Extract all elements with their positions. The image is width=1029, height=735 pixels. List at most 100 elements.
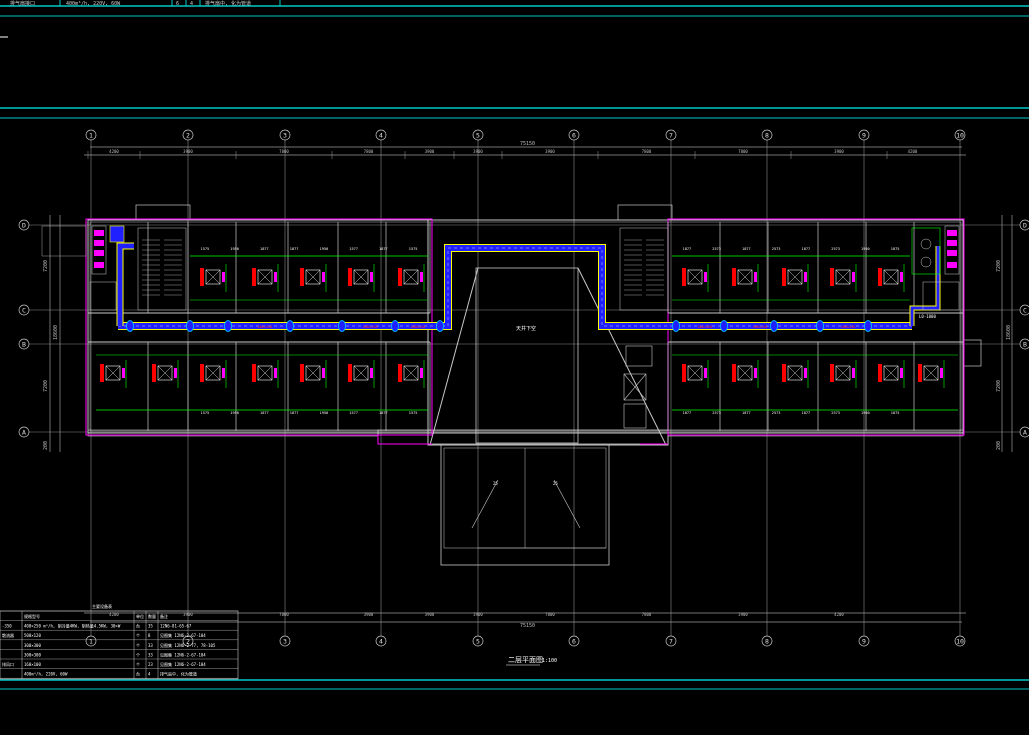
room-width-label: 1950 xyxy=(230,247,239,251)
header-legend-qty: 6 xyxy=(176,1,179,7)
fan-coil-unit xyxy=(732,364,736,382)
fan-coil-unit xyxy=(878,364,882,382)
table-cell: 400×250 m³/h, 制冷量4KW, 制热量4.5KW, 30×W xyxy=(24,623,121,629)
dim-top-10: 4200 xyxy=(908,149,918,154)
outlet-cross xyxy=(787,269,803,285)
room-width-label: 1877 xyxy=(290,247,299,251)
room-width-label: 1877 xyxy=(683,247,692,251)
duct-fittings xyxy=(126,320,872,332)
fan-coil-outlet xyxy=(157,365,173,381)
axis-label-col-3: 3 xyxy=(283,131,287,139)
table-cell: 个 xyxy=(136,633,140,638)
table-cell: 8 xyxy=(148,633,151,638)
left-dim-2: 18600 xyxy=(53,325,59,340)
valve-marker xyxy=(900,368,903,378)
axis-label-col-7: 7 xyxy=(669,131,673,139)
fan-coil-outlet xyxy=(835,269,851,285)
room-width-label: 2573 xyxy=(712,247,721,251)
duct-size-label: 400×250 xyxy=(698,325,713,329)
table-header-cell: 数量 xyxy=(148,613,156,619)
axis-bubble-col xyxy=(954,635,966,647)
axis-bubble-row xyxy=(1019,219,1029,231)
outlet-cross xyxy=(205,269,221,285)
axis-bubble-col xyxy=(279,635,291,647)
room-width-label: 2573 xyxy=(772,247,781,251)
room-width-label: 1877 xyxy=(742,247,751,251)
duct-damper xyxy=(391,320,399,332)
fan-coil-outlet xyxy=(787,269,803,285)
top-title-strip: 排气扇接口 400m³/h, 220V, 60W 6 4 排气扇中, 化为管道 xyxy=(0,0,1029,38)
axis-label-row-D: D xyxy=(22,221,26,229)
outlet-cross xyxy=(257,365,273,381)
outlet-cross xyxy=(737,269,753,285)
duct-size-label: 400×250 xyxy=(753,325,768,329)
fan-coil-outlet xyxy=(687,269,703,285)
axis-bubble-col xyxy=(761,129,773,141)
valve-marker xyxy=(852,272,855,282)
left-dim-1: 7200 xyxy=(43,260,49,272)
duct-size-label: 400×250 xyxy=(411,325,426,329)
axis-grid-lines xyxy=(28,140,1020,636)
dim-top-9: 3900 xyxy=(834,149,844,154)
fan-coil-unit xyxy=(152,364,156,382)
plan-title-block: 二层平面图 1:100 xyxy=(506,656,557,666)
axis-label-row-A: A xyxy=(22,428,26,436)
dim-top-7: 7800 xyxy=(642,149,652,154)
end-room-equipment: L0-1800 xyxy=(41,225,960,319)
axis-bubble-row xyxy=(1019,426,1029,438)
fan-coil-unit xyxy=(348,268,352,286)
axis-bubble-row xyxy=(18,338,30,350)
outlet-cross xyxy=(305,269,321,285)
axis-label-row-B: B xyxy=(1023,340,1027,348)
outlet-cross xyxy=(787,365,803,381)
fan-coil-outlet xyxy=(403,269,419,285)
duct-size-label: 400×250 xyxy=(258,325,273,329)
room-width-label: 2573 xyxy=(831,411,840,415)
outlet-cross xyxy=(257,269,273,285)
fan-coil-unit xyxy=(300,364,304,382)
fan-coil-outlet xyxy=(737,269,753,285)
outlet-cross xyxy=(687,269,703,285)
fan-coil-outlet xyxy=(353,365,369,381)
table-cell: 12N6-81-65-67 xyxy=(160,624,192,629)
fan-coil-outlet xyxy=(687,365,703,381)
fan-coil-outlet xyxy=(403,365,419,381)
outlet-cross xyxy=(353,269,369,285)
room-width-label: 1877 xyxy=(742,411,751,415)
axis-bubble-col xyxy=(472,129,484,141)
axis-bubble-row xyxy=(18,426,30,438)
room-width-label: 2573 xyxy=(831,247,840,251)
dim-top-8: 7800 xyxy=(738,149,748,154)
dim-top-4: 3900 xyxy=(425,149,435,154)
axis-bubble-row xyxy=(1019,338,1029,350)
ramp-right-label: 25 xyxy=(553,481,558,486)
axis-label-col-2: 2 xyxy=(186,131,190,139)
axis-label-row-B: B xyxy=(22,340,26,348)
void-label: 天井下空 xyxy=(516,325,536,332)
dimension-chains: 75150 75150 xyxy=(84,141,966,629)
dim-bottom-8: 3900 xyxy=(738,612,748,617)
left-dim-3: 7200 xyxy=(43,380,49,392)
axis-bubble-col xyxy=(85,635,97,647)
axis-label-row-D: D xyxy=(1023,221,1027,229)
axis-label-row-A: A xyxy=(1023,428,1027,436)
duct-damper xyxy=(436,320,444,332)
table-cell: 4 xyxy=(148,672,151,677)
fan-coil-outlet xyxy=(353,269,369,285)
room-width-label: 1877 xyxy=(802,411,811,415)
room-width-label: 1877 xyxy=(260,411,269,415)
dim-bottom-9: 4200 xyxy=(834,612,844,617)
axis-label-col-4: 4 xyxy=(379,637,383,645)
room-width-label: 1877 xyxy=(260,247,269,251)
valve-marker xyxy=(704,272,707,282)
axis-bubble-col xyxy=(858,635,870,647)
valve-marker xyxy=(122,368,125,378)
room-width-label: 1575 xyxy=(201,411,210,415)
right-dim-3: 7200 xyxy=(996,380,1002,392)
table-cell: 400m³/h, 220V, 60W xyxy=(24,672,68,677)
valve-marker xyxy=(420,368,423,378)
